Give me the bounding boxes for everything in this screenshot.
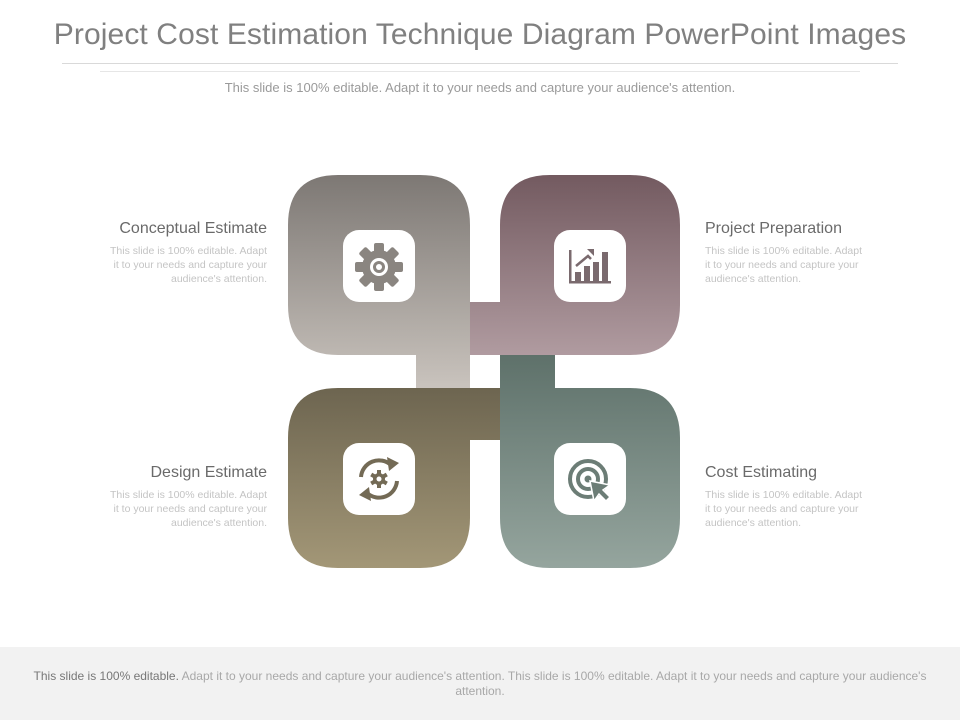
footer-lead: This slide is 100% editable. [33, 669, 179, 683]
icon-box-design [343, 443, 415, 515]
section-description: This slide is 100% editable. Adapt it to… [109, 245, 267, 285]
section-title: Design Estimate [150, 464, 268, 481]
section-title: Project Preparation [705, 220, 842, 237]
label-project-preparation: Project Preparation This slide is 100% e… [705, 220, 895, 286]
refresh-gear-icon [359, 457, 399, 501]
label-cost-estimating: Cost Estimating This slide is 100% edita… [705, 464, 895, 530]
footer-bar: This slide is 100% editable. Adapt it to… [0, 647, 960, 720]
subtitle-divider [100, 71, 860, 72]
slide-title: Project Cost Estimation Technique Diagra… [53, 18, 907, 51]
icon-box-conceptual [343, 230, 415, 302]
slide-subtitle: This slide is 100% editable. Adapt it to… [224, 80, 736, 95]
label-design-estimate: Design Estimate This slide is 100% edita… [77, 464, 267, 530]
section-title: Cost Estimating [705, 464, 818, 481]
icon-box-preparation [554, 230, 626, 302]
section-description: This slide is 100% editable. Adapt it to… [705, 245, 863, 285]
bar-chart-growth-icon [569, 249, 611, 284]
section-description: This slide is 100% editable. Adapt it to… [109, 489, 267, 529]
footer-text: This slide is 100% editable. Adapt it to… [15, 669, 945, 699]
icon-box-cost [554, 443, 626, 515]
label-conceptual-estimate: Conceptual Estimate This slide is 100% e… [77, 220, 267, 286]
footer-body: Adapt it to your needs and capture your … [178, 669, 927, 698]
section-description: This slide is 100% editable. Adapt it to… [705, 489, 863, 529]
title-divider [62, 63, 898, 64]
gear-icon [355, 243, 403, 291]
section-title: Conceptual Estimate [119, 220, 267, 237]
target-cursor-icon [568, 459, 612, 503]
